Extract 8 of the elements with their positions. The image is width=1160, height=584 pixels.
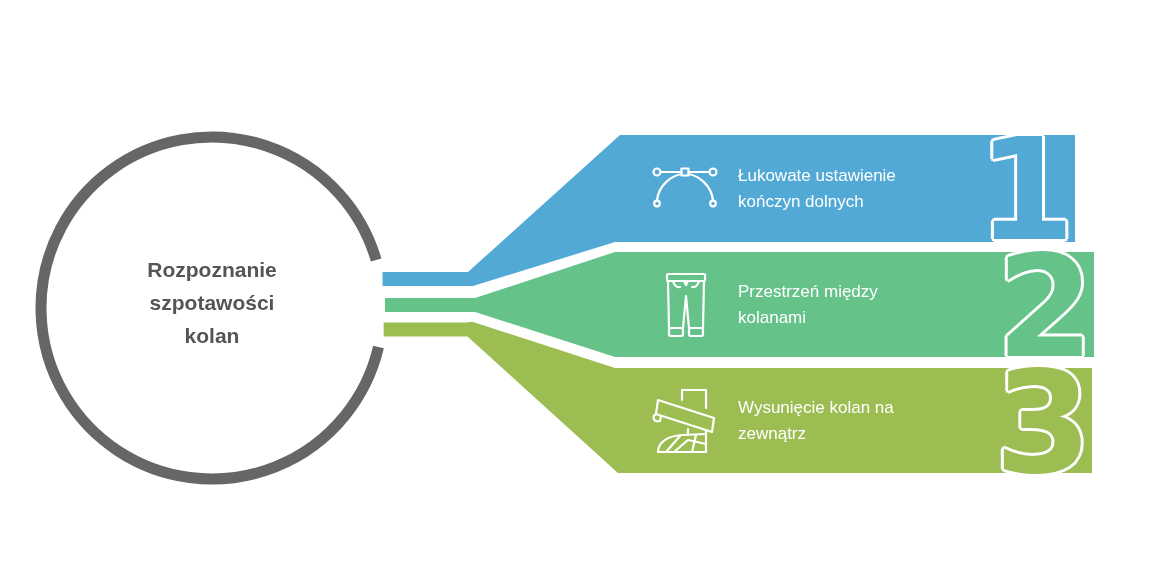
- connector-strip: [384, 298, 475, 312]
- step-label: Przestrzeń między kolanami: [738, 281, 879, 329]
- step-label: Wysunięcie kolan na zewnątrz: [738, 397, 895, 445]
- step-band: [475, 252, 1094, 357]
- step-label: Łukowate ustawienie kończyn dolnych: [738, 165, 897, 213]
- connector-strip: [383, 322, 468, 337]
- connector-strip: [382, 272, 468, 286]
- topic-label: Rozpoznanie szpotawości kolan: [146, 257, 278, 349]
